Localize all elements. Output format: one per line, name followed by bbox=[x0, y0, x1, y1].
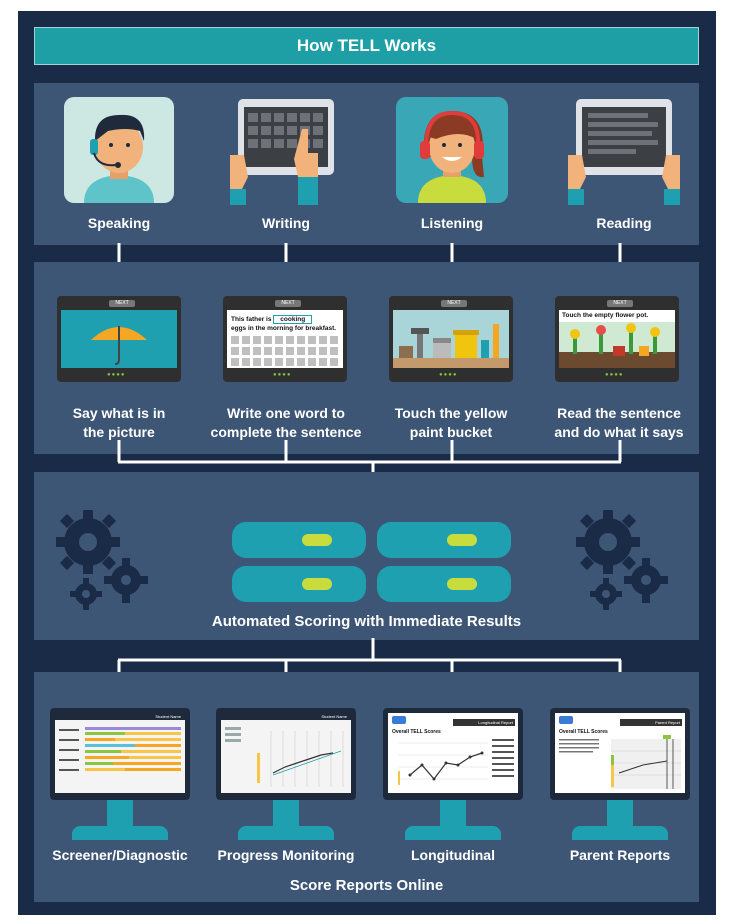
report-label-longitudinal: Longitudinal bbox=[411, 847, 495, 863]
next-button[interactable]: NEXT bbox=[607, 300, 633, 307]
progress-chart-icon bbox=[225, 727, 344, 787]
report-monitor-longitudinal: Longitudinal Report Overall TELL Scores bbox=[383, 708, 523, 842]
report-monitor-screener: Student Name bbox=[50, 708, 190, 842]
skill-label-writing: Writing bbox=[262, 215, 310, 231]
tablet-toolbar: NEXT bbox=[393, 299, 509, 308]
gear-large-left-icon bbox=[56, 510, 148, 610]
answer-input[interactable]: cooking bbox=[273, 315, 313, 324]
task-screen: Touch the empty flower pot. bbox=[559, 310, 675, 368]
next-button[interactable]: NEXT bbox=[441, 300, 467, 307]
tablet-toolbar: NEXT bbox=[227, 299, 343, 308]
task-tablet-listening: NEXT ●●●● bbox=[389, 296, 513, 382]
tablet-toolbar: NEXT bbox=[61, 299, 177, 308]
task-tablet-writing: NEXT This father is cooking eggs in the … bbox=[223, 296, 347, 382]
next-button[interactable]: NEXT bbox=[275, 300, 301, 307]
listening-avatar-icon bbox=[396, 97, 508, 203]
report-monitor-progress: Student Name bbox=[216, 708, 356, 842]
page-title: How TELL Works bbox=[34, 27, 699, 65]
task-tablet-speaking: NEXT ●●●● bbox=[57, 296, 181, 382]
keyboard-icon bbox=[231, 336, 338, 366]
server-icon bbox=[232, 522, 366, 558]
scoring-panel bbox=[34, 472, 699, 640]
report-label-progress: Progress Monitoring bbox=[217, 847, 355, 863]
skill-label-listening: Listening bbox=[420, 215, 484, 231]
next-button[interactable]: NEXT bbox=[109, 300, 135, 307]
umbrella-icon bbox=[61, 310, 177, 368]
report-label-parent: Parent Reports bbox=[569, 847, 671, 863]
skill-label-reading: Reading bbox=[596, 215, 652, 231]
task-screen: This father is cooking eggs in the morni… bbox=[227, 310, 343, 368]
footer-label: Score Reports Online bbox=[289, 877, 444, 894]
heatmap-table-icon bbox=[59, 727, 181, 771]
server-icon bbox=[232, 566, 366, 602]
parent-chart-icon bbox=[559, 735, 681, 789]
server-icon bbox=[377, 566, 511, 602]
server-icon bbox=[377, 522, 511, 558]
writing-tablet-icon bbox=[230, 99, 334, 205]
tell-logo bbox=[392, 716, 406, 724]
report-label-screener: Screener/Diagnostic bbox=[52, 847, 188, 863]
reading-tablet-icon bbox=[568, 99, 680, 205]
task-screen bbox=[393, 310, 509, 368]
tablet-toolbar: NEXT bbox=[559, 299, 675, 308]
report-monitor-parent: Parent Report Overall TELL Scores bbox=[550, 708, 690, 842]
gear-large-right-icon bbox=[576, 510, 668, 610]
speaking-avatar-icon bbox=[64, 97, 174, 203]
garden-icon bbox=[559, 322, 675, 368]
skill-label-speaking: Speaking bbox=[87, 215, 151, 231]
task-tablet-reading: NEXT Touch the empty flower pot. ●●●● bbox=[555, 296, 679, 382]
scoring-label: Automated Scoring with Immediate Results bbox=[211, 613, 522, 630]
paint-supplies-icon bbox=[393, 310, 509, 368]
tell-logo bbox=[559, 716, 573, 724]
longitudinal-chart-icon bbox=[398, 739, 514, 785]
task-screen bbox=[61, 310, 177, 368]
